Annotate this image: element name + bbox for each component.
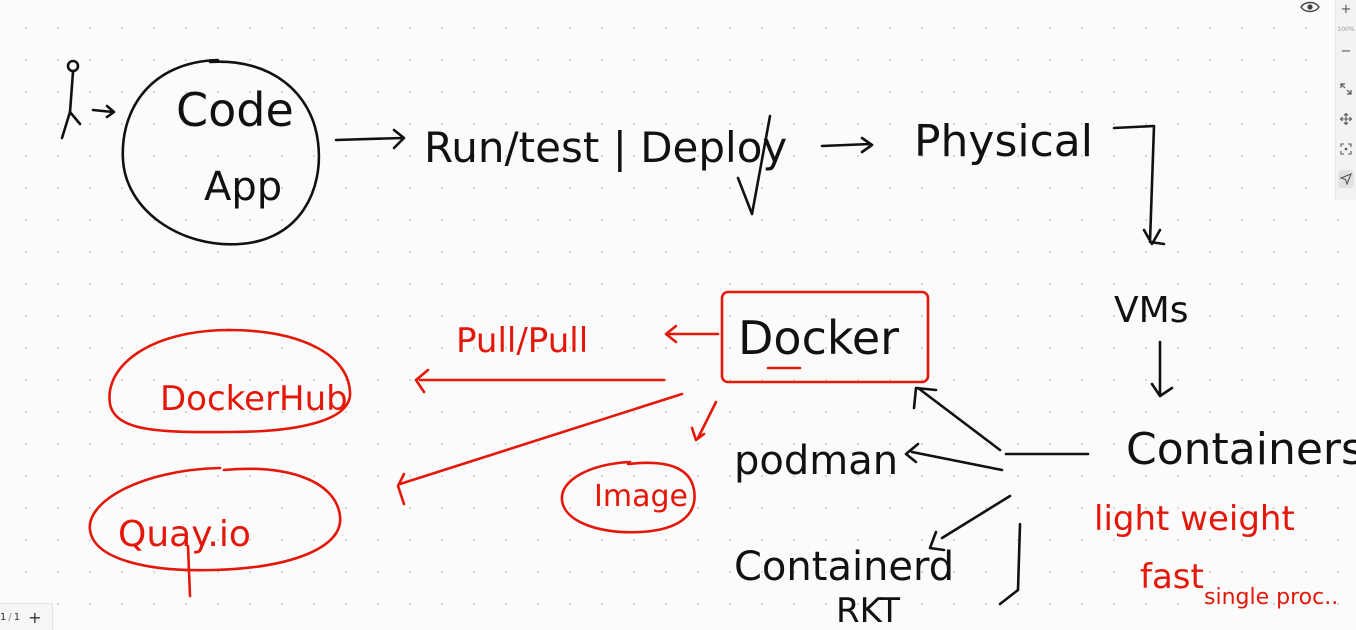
expand-icon [1340, 83, 1352, 95]
zoom-toolbar: + 100% − [1335, 0, 1356, 200]
zoom-out-button[interactable]: − [1340, 43, 1352, 59]
containerd-label: Containerd [734, 544, 954, 590]
current-page: 1 [0, 611, 7, 623]
physical-label: Physical [914, 116, 1093, 167]
arrow-to-quay [396, 392, 684, 506]
dockerhub-label: DockerHub [160, 379, 348, 419]
arrow-to-docker [912, 386, 1002, 452]
docker-box [720, 290, 930, 384]
arrow-to-podman [904, 442, 1004, 472]
arrow-to-containerd [928, 494, 1012, 552]
fit-to-screen-button[interactable] [1338, 80, 1354, 98]
page-indicator: 1 / 1 + [0, 603, 53, 630]
select-area-button[interactable] [1338, 140, 1354, 158]
arrow-vms-to-containers [1150, 340, 1174, 398]
single-process-label: single proc.. [1204, 585, 1338, 610]
arrow-physical-to-vms [1112, 124, 1166, 246]
dockerhub-ellipse [108, 328, 352, 434]
pull-label: Pull/Pull [456, 321, 588, 361]
focus-icon [1340, 143, 1352, 155]
page-separator: / [8, 611, 12, 623]
podman-label: podman [734, 438, 898, 484]
code-app-circle [121, 58, 321, 246]
code-label: Code [176, 83, 294, 137]
docker-label: Docker [738, 311, 899, 365]
lightweight-label: light weight [1094, 499, 1295, 539]
arrow-code-to-run [334, 128, 406, 150]
arrow-deploy-to-physical [820, 136, 874, 154]
navigation-arrow-icon [1340, 173, 1352, 185]
run-test-deploy-label: Run/test | Deploy [424, 123, 787, 172]
quay-descender [186, 544, 192, 598]
deploy-check-mark [736, 114, 772, 216]
arrow-docker-to-pull [664, 324, 720, 344]
laser-pointer-button[interactable] [1338, 170, 1354, 188]
arrow-to-rkt [998, 522, 1022, 606]
rkt-label: RKT [836, 591, 900, 630]
zoom-level: 100% [1337, 26, 1355, 33]
pan-tool-button[interactable] [1338, 110, 1354, 128]
image-ellipse [560, 460, 696, 534]
fast-label: fast [1140, 557, 1204, 597]
zoom-in-button[interactable]: + [1340, 1, 1352, 17]
eye-icon[interactable] [1299, 0, 1321, 14]
arrow-to-dockerhub [414, 368, 666, 394]
quay-ellipse [88, 466, 342, 572]
arrow-docker-to-image [690, 400, 718, 442]
user-stick-figure [60, 59, 116, 140]
move-icon [1340, 113, 1352, 125]
image-label: Image [594, 479, 688, 514]
containers-label: Containers [1126, 424, 1356, 475]
vms-label: VMs [1114, 290, 1188, 331]
total-pages: 1 [13, 611, 21, 623]
add-page-button[interactable]: + [28, 607, 42, 627]
app-label: App [204, 164, 282, 210]
quay-label: Quay.io [118, 514, 251, 555]
